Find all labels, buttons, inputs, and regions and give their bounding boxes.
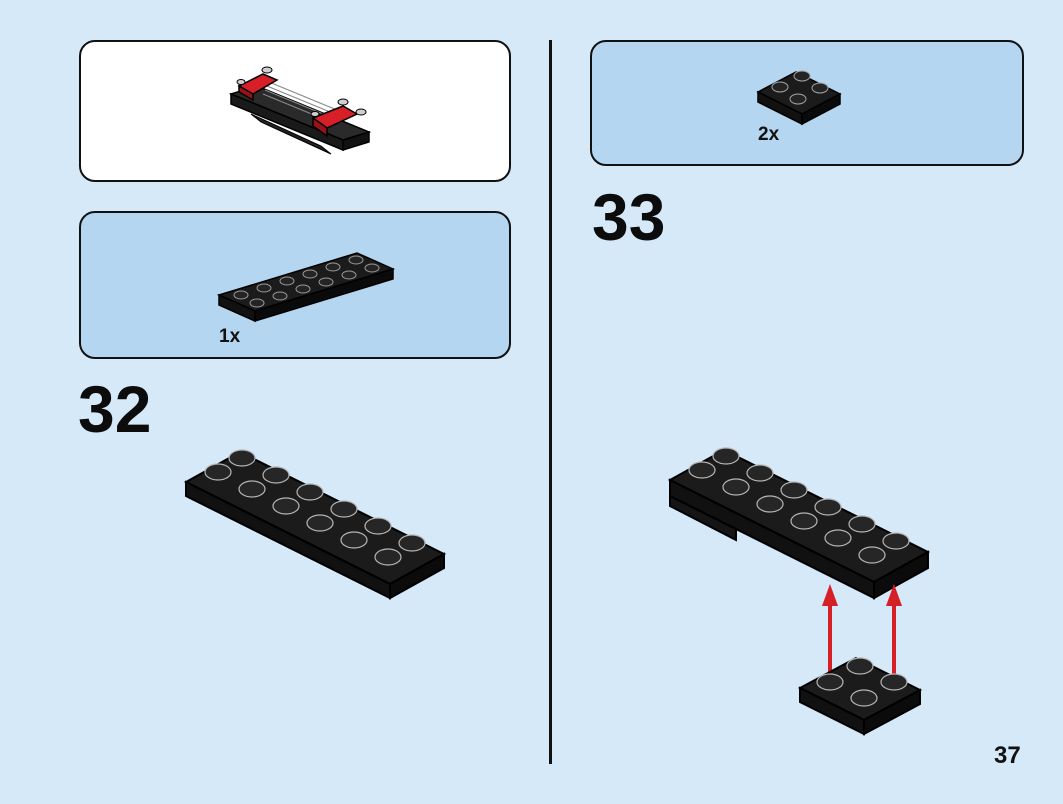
assembly-preview-panel: [79, 40, 511, 182]
step-32-plate-image: [183, 449, 447, 600]
column-divider: [549, 40, 552, 764]
step-number: 32: [78, 372, 152, 446]
part-quantity: 1x: [219, 326, 241, 347]
page-number: 37: [994, 742, 1021, 769]
part-quantity-right: 2x: [758, 124, 780, 145]
plate-2x2-part-image: [756, 70, 842, 126]
step-33-assembly-image: [667, 447, 931, 736]
car-assembly-image: [228, 66, 372, 155]
parts-callout-panel: 1x: [79, 211, 511, 359]
insert-arrows: [822, 584, 902, 674]
plate-2x6-part-image: [216, 252, 396, 323]
parts-callout-panel-right: 2x: [590, 40, 1024, 166]
step-number-right: 33: [592, 180, 666, 254]
